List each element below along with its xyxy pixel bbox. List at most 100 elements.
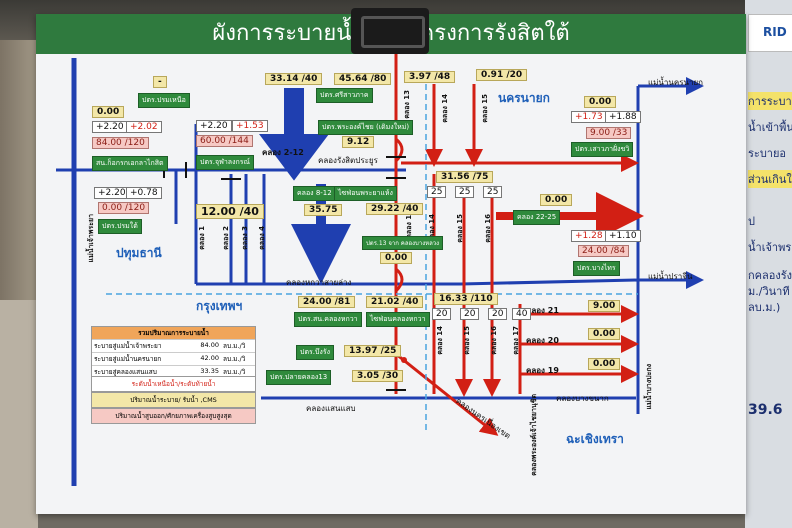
side-text-6: น้ำเจ้าพระ (748, 241, 792, 254)
value-pram-nuea: - (153, 76, 167, 88)
canal-15-mid: คลอง 15 (456, 214, 464, 243)
station-bang-sai: ปตร.บางไทร (573, 261, 620, 276)
place-pathum-thani: ปทุมธานี (116, 246, 162, 260)
value-canal-1-4: 12.00 /40 (196, 204, 264, 219)
side-text-9: ลบ.ม.) (748, 301, 781, 314)
canal-4: คลอง 4 (258, 226, 266, 250)
canal-15-low: คลอง 15 (463, 326, 471, 355)
value-canal-14-15: 31.56 /75 (436, 171, 494, 183)
summary-row: ระบายสู่แม่น้ำเจ้าพระยา 84.00 ลบ.ม./วิ (92, 339, 255, 352)
value-pram-tai-up: +2.20 (94, 187, 130, 199)
river-bang-pakong: แม่น้ำบางปะกง (645, 364, 653, 410)
summary-unit: ลบ.ม./วิ (223, 355, 246, 363)
station-plai-khlong13: ปตร.ปลายคลอง13 (266, 370, 332, 385)
value-thai-khlong-hok: 21.02 /40 (366, 296, 424, 308)
value-chula-pump: 84.00 /120 (92, 137, 149, 149)
canal-20: คลอง 20 (526, 336, 559, 345)
side-text-5: ป (748, 215, 755, 228)
value-p-khlong13: 0.00 (380, 252, 413, 264)
side-text-10: 39.6 (748, 402, 783, 418)
canal-16-mid: คลอง 16 (484, 214, 492, 243)
value-sn-khlong-hok: 24.00 /81 (298, 296, 356, 308)
canal-17-low: คลอง 17 (512, 326, 520, 355)
value-pram-tai-pump: 0.00 /120 (98, 202, 150, 214)
canal-bang-khanak: คลองบางขนาก (556, 394, 609, 403)
side-text-7: กคลองรังสิ (748, 269, 792, 282)
summary-value: 84.00 (200, 341, 219, 349)
summary-value: 42.00 (200, 354, 219, 362)
canal-2-12: คลอง 2-12 (262, 148, 304, 157)
station-p-khlong13: ปตร.13 จาก คลองบางหลวง (362, 236, 444, 250)
value-canal-19: 0.00 (588, 358, 621, 370)
value-thai-pho-phraya: 29.22 /40 (366, 203, 424, 215)
summary-label: ระบายสู่แม่น้ำนครนายก (94, 355, 162, 363)
legend-flow: ปริมาณน้ำระบาย/ รับน้ำ ,CMS (91, 392, 256, 408)
value-sai-khun-flow: 0.00 (584, 96, 617, 108)
station-phra-ong-chao: ปตร.พระองค์ไชย (เดิมงใหม่) (318, 120, 414, 135)
value-chulapho-up: +2.20 (196, 120, 232, 132)
drainage-board: ผังการระบายน้ำพื้นที่โครงการรังสิตใต้ (36, 8, 746, 514)
value-chula-flow: 0.00 (92, 106, 125, 118)
value-bang-sai-pump: 24.00 /84 (578, 245, 630, 257)
canal-saen-saep: คลองแสนแสบ (306, 404, 356, 413)
binder-clip (351, 8, 429, 54)
value-plai-khlong13: 3.05 /30 (352, 370, 404, 382)
summary-header: รวมปริมาณการระบายน้ำ (92, 327, 255, 339)
value-gate-14: 25 (427, 186, 447, 198)
value-gate-15: 25 (455, 186, 475, 198)
value-phra-ong-chao: 9.12 (342, 136, 375, 148)
value-chulapho-pump: 60.00 /144 (196, 135, 253, 147)
canal-22-25: คลอง 22-25 (513, 210, 561, 225)
background-floor (0, 300, 38, 528)
canal-1: คลอง 1 (198, 226, 206, 250)
station-chulalongkorn: สน.ก็อกรกเอกลาไกสิต (92, 156, 168, 171)
station-chulapho: ปตร.จุฬาลงกรณ์ (196, 155, 254, 170)
summary-table: รวมปริมาณการระบายน้ำ ระบายสู่แม่น้ำเจ้าพ… (91, 326, 256, 379)
canal-13: คลอง 13 (403, 90, 411, 119)
station-sai-khun: ปตร.เสาวภาฝั่งขวิ (571, 142, 634, 157)
value-bang-sai-up: +1.28 (571, 230, 607, 242)
side-text-4: ส่วนเกินใน (748, 170, 792, 188)
value-2-12: 33.14 /40 (265, 73, 323, 85)
canal-8-12: คลอง 8-12 (293, 186, 336, 201)
river-prachin: แม่น้ำปราจีน (648, 272, 693, 281)
canal-rangsit: คลองรังสิตประยูร (318, 156, 378, 165)
summary-value: 33.35 (200, 367, 219, 375)
station-pram-nuea: ปตร.ปรมเหนือ (138, 93, 190, 108)
canal-3: คลอง 3 (241, 226, 249, 250)
value-gate-17-low: 40 (512, 308, 532, 320)
canal-16-low: คลอง 16 (490, 326, 498, 355)
value-gate-14-low: 20 (432, 308, 452, 320)
canal-19: คลอง 19 (526, 366, 559, 375)
value-gate-16: 25 (483, 186, 503, 198)
canal-hok-wa-lang: คลองหกวาสายล่าง (286, 278, 352, 287)
value-gate-15-low: 20 (460, 308, 480, 320)
summary-unit: ลบ.ม./วิ (223, 368, 246, 376)
summary-row: ระบายสู่คลองแสนแสบ 33.35 ลบ.ม./วิ (92, 365, 255, 378)
value-si-sao: 45.64 /80 (334, 73, 392, 85)
value-pram-tai-down: +0.78 (126, 187, 162, 199)
value-gate-16-low: 20 (488, 308, 508, 320)
value-sai-khun-down: +1.88 (605, 111, 641, 123)
background-right (745, 0, 792, 528)
station-sn-khlong-hok: ปตร.สน.คลองหกวา (294, 312, 362, 327)
rid-logo: RID (748, 14, 792, 52)
place-krung-thep: กรุงเทพฯ (196, 299, 243, 313)
value-bueng-rang: 13.97 /25 (344, 345, 402, 357)
canal-15-top: คลอง 15 (481, 94, 489, 123)
side-text-1: การระบา (748, 92, 792, 110)
place-nakhon-nayok: นครนายก (498, 91, 550, 105)
station-thai-pho-phraya: ไซฟ่อนพระยาแห้ง (334, 186, 397, 201)
summary-unit: ลบ.ม./วิ (223, 342, 246, 350)
station-pram-tai: ปตร.ปรมใต้ (98, 219, 142, 234)
value-canal-8-12: 35.75 (304, 204, 343, 216)
value-canal-15-top: 0.91 /20 (476, 69, 528, 81)
canal-2: คลอง 2 (222, 226, 230, 250)
place-chachoengsao: ฉะเชิงเทรา (566, 432, 624, 446)
canal-14-top: คลอง 14 (441, 94, 449, 123)
value-canal-14-17: 16.33 /110 (434, 293, 498, 305)
station-si-sao: ปตร.ศรีสาวภาค (316, 88, 373, 103)
value-canal-13-top: 3.97 /48 (404, 71, 456, 83)
river-chao-phraya: แม่น้ำเจ้าพระยา (87, 214, 95, 263)
canal-phra-ong-chao: คลองพระองค์เจ้าไชยานุชิต (530, 394, 538, 476)
